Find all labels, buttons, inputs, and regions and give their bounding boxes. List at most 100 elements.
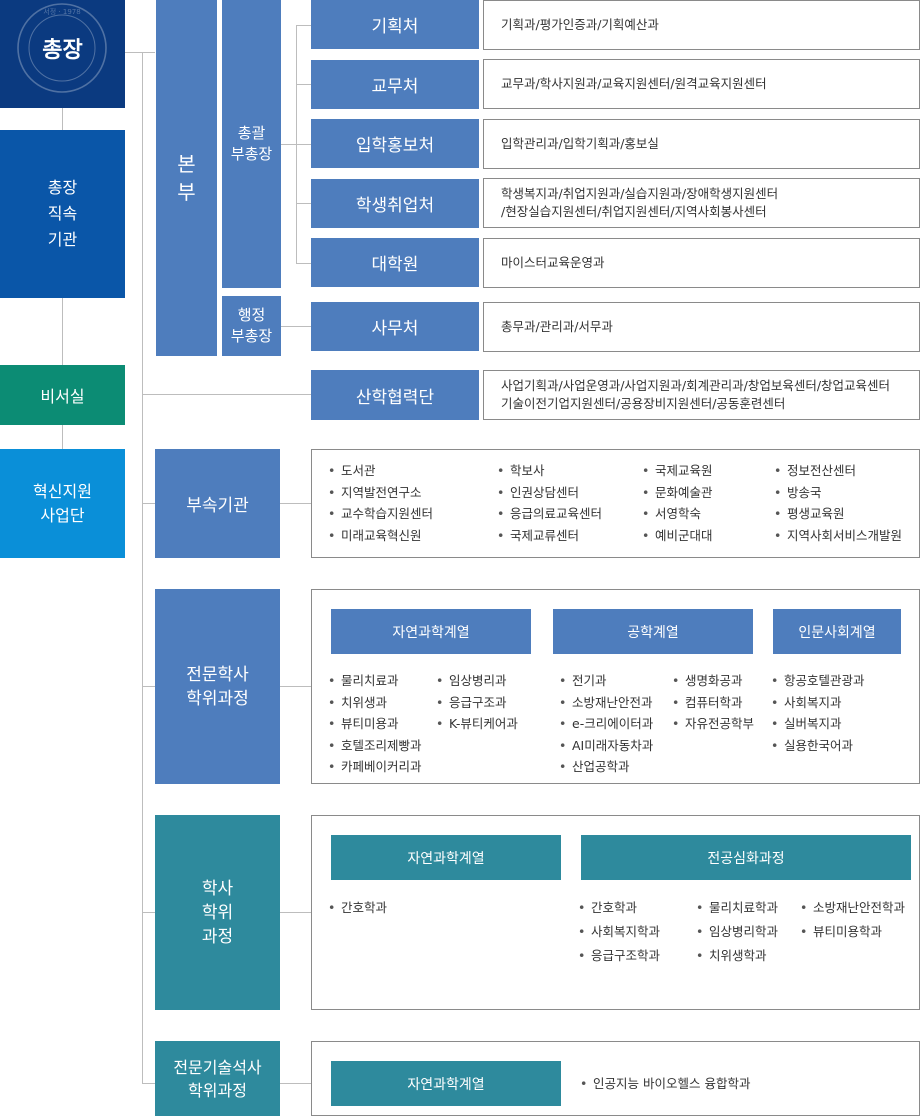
main-trunk-line: [142, 52, 143, 1084]
list-item[interactable]: 카페베이커리과: [328, 756, 422, 778]
list-item[interactable]: 사회복지학과: [578, 920, 660, 944]
list-item[interactable]: 사회복지과: [771, 692, 865, 714]
headquarters-label: 본 부: [177, 152, 196, 204]
group-header-engineering[interactable]: 공학계열: [553, 609, 753, 654]
list-item[interactable]: 실용한국어과: [771, 735, 865, 757]
list-item[interactable]: 인권상담센터: [497, 482, 602, 504]
office-planning[interactable]: 기획처: [311, 0, 479, 49]
list-item[interactable]: 소방재난안전과: [559, 692, 653, 714]
list-item[interactable]: 간호학과: [328, 896, 387, 920]
list-item[interactable]: 도서관: [328, 460, 433, 482]
list-item[interactable]: 예비군대대: [642, 525, 713, 547]
list-item[interactable]: 서영학숙: [642, 503, 713, 525]
office-industry-cooperation[interactable]: 산학협력단: [311, 370, 479, 420]
list-item[interactable]: 국제교류센터: [497, 525, 602, 547]
list-item[interactable]: 정보전산센터: [774, 460, 902, 482]
office-admissions[interactable]: 입학홍보처: [311, 119, 479, 168]
technical-master-label: 전문기술석사 학위과정: [173, 1057, 262, 1100]
list-item[interactable]: 응급구조학과: [578, 944, 660, 968]
list-item[interactable]: 소방재난안전학과: [800, 896, 905, 920]
list-item[interactable]: 뷰티미용학과: [800, 920, 905, 944]
list-item[interactable]: 교수학습지원센터: [328, 503, 433, 525]
branch-4: [296, 203, 311, 204]
office-label: 입학홍보처: [355, 136, 435, 156]
group-header-natural-science[interactable]: 자연과학계열: [331, 1061, 561, 1106]
group-header-natural-science[interactable]: 자연과학계열: [331, 835, 561, 880]
list-item[interactable]: 지역발전연구소: [328, 482, 433, 504]
list-item[interactable]: 임상병리과: [436, 670, 518, 692]
trunk-to-affiliated: [142, 503, 155, 504]
affiliated-institutions-panel: 도서관 지역발전연구소 교수학습지원센터 미래교육혁신원 학보사 인권상담센터 …: [311, 449, 920, 558]
office-graduate-school[interactable]: 대학원: [311, 238, 479, 287]
associate-degree-box[interactable]: 전문학사 학위과정: [155, 589, 280, 784]
bachelor-degree-label: 학사 학위 과정: [201, 878, 234, 947]
list-item[interactable]: e-크리에이터과: [559, 713, 653, 735]
list-item[interactable]: 인공지능 바이오헬스 융합학과: [580, 1073, 750, 1095]
office-label: 기획처: [371, 17, 419, 37]
admin-vp-box[interactable]: 행정 부총장: [222, 296, 281, 356]
group-header-humanities[interactable]: 인문사회계열: [773, 609, 901, 654]
list-item[interactable]: 응급구조과: [436, 692, 518, 714]
branch-2: [296, 84, 311, 85]
list-item[interactable]: 컴퓨터학과: [672, 692, 754, 714]
list-item[interactable]: 뷰티미용과: [328, 713, 422, 735]
office-general-affairs-desc: 총무과/관리과/서무과: [483, 302, 920, 352]
affiliated-column: 학보사 인권상담센터 응급의료교육센터 국제교류센터: [497, 460, 602, 546]
list-item[interactable]: 산업공학과: [559, 756, 653, 778]
list-item[interactable]: 학보사: [497, 460, 602, 482]
list-item[interactable]: 호텔조리제빵과: [328, 735, 422, 757]
list-item[interactable]: 생명화공과: [672, 670, 754, 692]
department-column: 임상병리과 응급구조과 K-뷰티케어과: [436, 670, 518, 735]
affiliated-panel-connector: [280, 503, 311, 504]
general-vp-box[interactable]: 총괄 부총장: [222, 0, 281, 288]
group-header-natural-science[interactable]: 자연과학계열: [331, 609, 531, 654]
headquarters-box[interactable]: 본 부: [156, 0, 217, 356]
office-academic[interactable]: 교무처: [311, 60, 479, 109]
secretary-box[interactable]: 비서실: [0, 365, 125, 425]
list-item[interactable]: AI미래자동차과: [559, 735, 653, 757]
affiliated-institutions-label: 부속기관: [186, 496, 249, 516]
list-item[interactable]: 자유전공학부: [672, 713, 754, 735]
technical-master-panel: 자연과학계열 인공지능 바이오헬스 융합학과: [311, 1041, 920, 1116]
list-item[interactable]: 지역사회서비스개발원: [774, 525, 902, 547]
trunk-to-master: [142, 1083, 155, 1084]
department-column: 생명화공과 컴퓨터학과 자유전공학부: [672, 670, 754, 735]
list-item[interactable]: 치위생학과: [696, 944, 778, 968]
list-item[interactable]: 평생교육원: [774, 503, 902, 525]
list-item[interactable]: 치위생과: [328, 692, 422, 714]
list-item[interactable]: 전기과: [559, 670, 653, 692]
president-connector: [125, 52, 155, 53]
list-item[interactable]: 방송국: [774, 482, 902, 504]
associate-degree-label: 전문학사 학위과정: [186, 664, 249, 709]
office-student-career[interactable]: 학생취업처: [311, 179, 479, 228]
technical-master-box[interactable]: 전문기술석사 학위과정: [155, 1041, 280, 1116]
office-general-affairs[interactable]: 사무처: [311, 302, 479, 351]
list-item[interactable]: 임상병리학과: [696, 920, 778, 944]
office-admissions-desc: 입학관리과/입학기획과/홍보실: [483, 119, 920, 169]
list-item[interactable]: 미래교육혁신원: [328, 525, 433, 547]
list-item[interactable]: K-뷰티케어과: [436, 713, 518, 735]
list-item[interactable]: 물리치료학과: [696, 896, 778, 920]
office-planning-desc: 기획과/평가인증과/기획예산과: [483, 0, 920, 50]
direct-organizations-box[interactable]: 총장 직속 기관: [0, 130, 125, 298]
associate-degree-panel: 자연과학계열 공학계열 인문사회계열 물리치료과 치위생과 뷰티미용과 호텔조리…: [311, 589, 920, 784]
list-item[interactable]: 국제교육원: [642, 460, 713, 482]
list-item[interactable]: 응급의료교육센터: [497, 503, 602, 525]
list-item[interactable]: 간호학과: [578, 896, 660, 920]
svg-text:서정 · 1978: 서정 · 1978: [43, 7, 80, 16]
innovation-support-label: 혁신지원 사업단: [33, 481, 92, 525]
department-column: 간호학과 사회복지학과 응급구조학과: [578, 896, 660, 968]
list-item[interactable]: 문화예술관: [642, 482, 713, 504]
bachelor-degree-panel: 자연과학계열 전공심화과정 간호학과 간호학과 사회복지학과 응급구조학과 물리…: [311, 815, 920, 1010]
office-industry-cooperation-desc: 사업기획과/사업운영과/사업지원과/회계관리과/창업보육센터/창업교육센터 기술…: [483, 370, 920, 420]
list-item[interactable]: 물리치료과: [328, 670, 422, 692]
bachelor-degree-box[interactable]: 학사 학위 과정: [155, 815, 280, 1010]
bachelor-panel-connector: [280, 912, 311, 913]
list-item[interactable]: 항공호텔관광과: [771, 670, 865, 692]
innovation-support-box[interactable]: 혁신지원 사업단: [0, 449, 125, 558]
affiliated-institutions-box[interactable]: 부속기관: [155, 449, 280, 558]
president-box[interactable]: 서정 · 1978 총장: [0, 0, 125, 108]
president-label: 총장: [42, 38, 83, 63]
list-item[interactable]: 실버복지과: [771, 713, 865, 735]
group-header-advanced-major[interactable]: 전공심화과정: [581, 835, 911, 880]
